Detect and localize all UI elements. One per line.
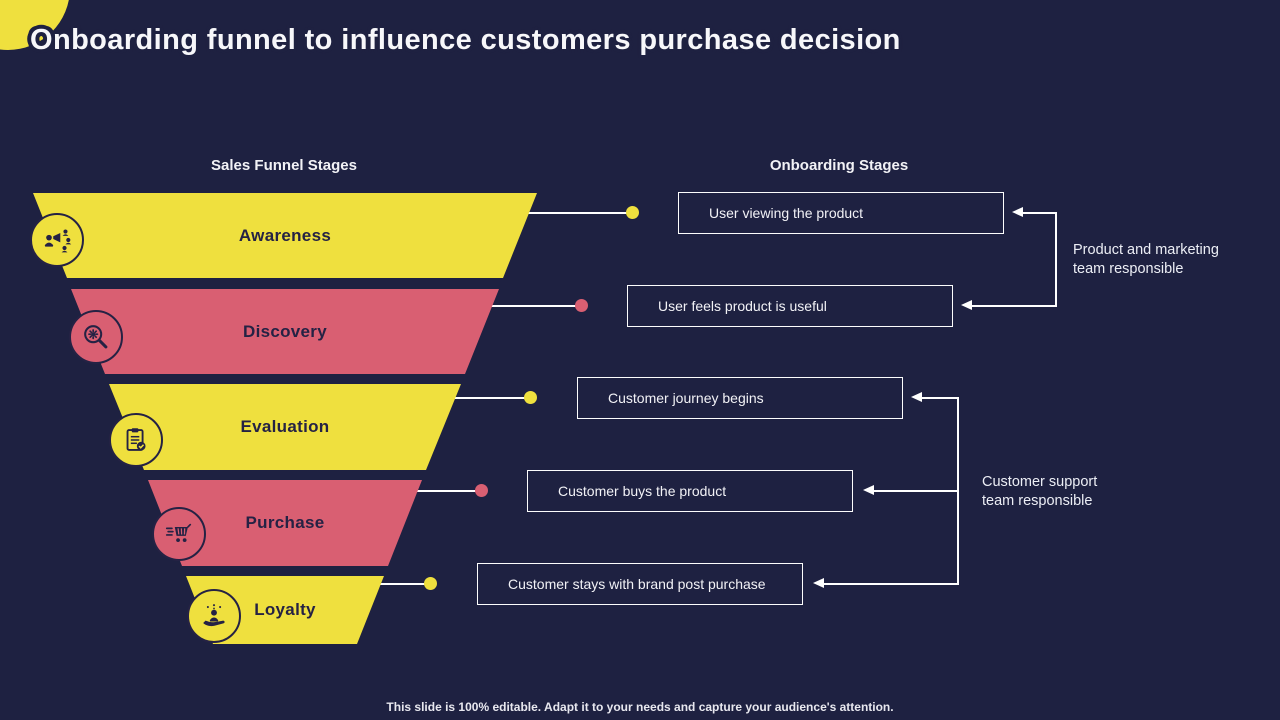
onboarding-box-1: User viewing the product (678, 192, 1004, 234)
connector-line-awareness (518, 212, 632, 214)
onboarding-box-label: Customer buys the product (558, 483, 727, 499)
funnel-stage-label: Awareness (238, 226, 332, 245)
loyalty-icon-circle (187, 589, 241, 643)
annotation-product-marketing: Product and marketing team responsible (1073, 241, 1219, 279)
bracket-line (972, 305, 1057, 307)
annotation-line: team responsible (982, 493, 1093, 509)
connector-line-purchase (408, 490, 482, 492)
clipboard-check-icon (126, 428, 146, 451)
funnel-stage-label: Purchase (245, 513, 325, 532)
connector-dot-purchase (475, 484, 488, 497)
shopping-cart-icon (165, 523, 192, 542)
connector-dot-awareness (626, 206, 639, 219)
right-column-header: Onboarding Stages (769, 157, 909, 174)
onboarding-box-label: User viewing the product (709, 205, 864, 221)
arrowhead-icon (911, 392, 922, 402)
bracket-line (874, 490, 959, 492)
hand-customer-icon (203, 604, 225, 627)
onboarding-box-label: User feels product is useful (658, 298, 827, 314)
connector-dot-discovery (575, 299, 588, 312)
footer-note: This slide is 100% editable. Adapt it to… (386, 700, 894, 714)
funnel-stage-purchase: Purchase (148, 480, 422, 566)
onboarding-box-label: Customer stays with brand post purchase (508, 576, 766, 592)
discovery-icon-circle (69, 310, 123, 364)
funnel-stage-discovery: Discovery (71, 289, 499, 374)
megaphone-audience-icon (44, 229, 72, 253)
left-column-header: Sales Funnel Stages (211, 157, 357, 174)
connector-line-evaluation (446, 397, 531, 399)
connector-line-discovery (483, 305, 582, 307)
onboarding-box-4: Customer buys the product (527, 470, 853, 512)
annotation-line: team responsible (1073, 261, 1184, 277)
arrowhead-icon (813, 578, 824, 588)
funnel-stage-label: Discovery (243, 322, 327, 341)
bracket-line (1055, 212, 1057, 307)
bracket-line (1023, 212, 1057, 214)
sales-funnel: Awareness Discovery Evaluation Purchase … (33, 193, 537, 644)
funnel-stage-evaluation: Evaluation (109, 384, 461, 470)
evaluation-icon-circle (109, 413, 163, 467)
annotation-line: Product and marketing (1073, 242, 1219, 258)
funnel-stage-label: Evaluation (240, 417, 330, 436)
page-title: Onboarding funnel to influence customers… (30, 24, 901, 56)
arrowhead-icon (961, 300, 972, 310)
bracket-line (922, 397, 959, 399)
awareness-icon-circle (30, 213, 84, 267)
onboarding-box-2: User feels product is useful (627, 285, 953, 327)
connector-dot-loyalty (424, 577, 437, 590)
annotation-line: Customer support (982, 474, 1098, 490)
funnel-stage-loyalty: Loyalty (186, 576, 384, 644)
purchase-icon-circle (152, 507, 206, 561)
onboarding-box-5: Customer stays with brand post purchase (477, 563, 803, 605)
arrowhead-icon (1012, 207, 1023, 217)
search-gear-icon (84, 325, 108, 349)
connector-line-loyalty (371, 583, 431, 585)
funnel-stage-label: Loyalty (254, 600, 316, 619)
connector-dot-evaluation (524, 391, 537, 404)
onboarding-box-label: Customer journey begins (608, 390, 764, 406)
arrowhead-icon (863, 485, 874, 495)
bracket-line (824, 583, 959, 585)
annotation-customer-support: Customer support team responsible (982, 473, 1097, 511)
onboarding-box-3: Customer journey begins (577, 377, 903, 419)
funnel-stage-awareness: Awareness (33, 193, 537, 278)
